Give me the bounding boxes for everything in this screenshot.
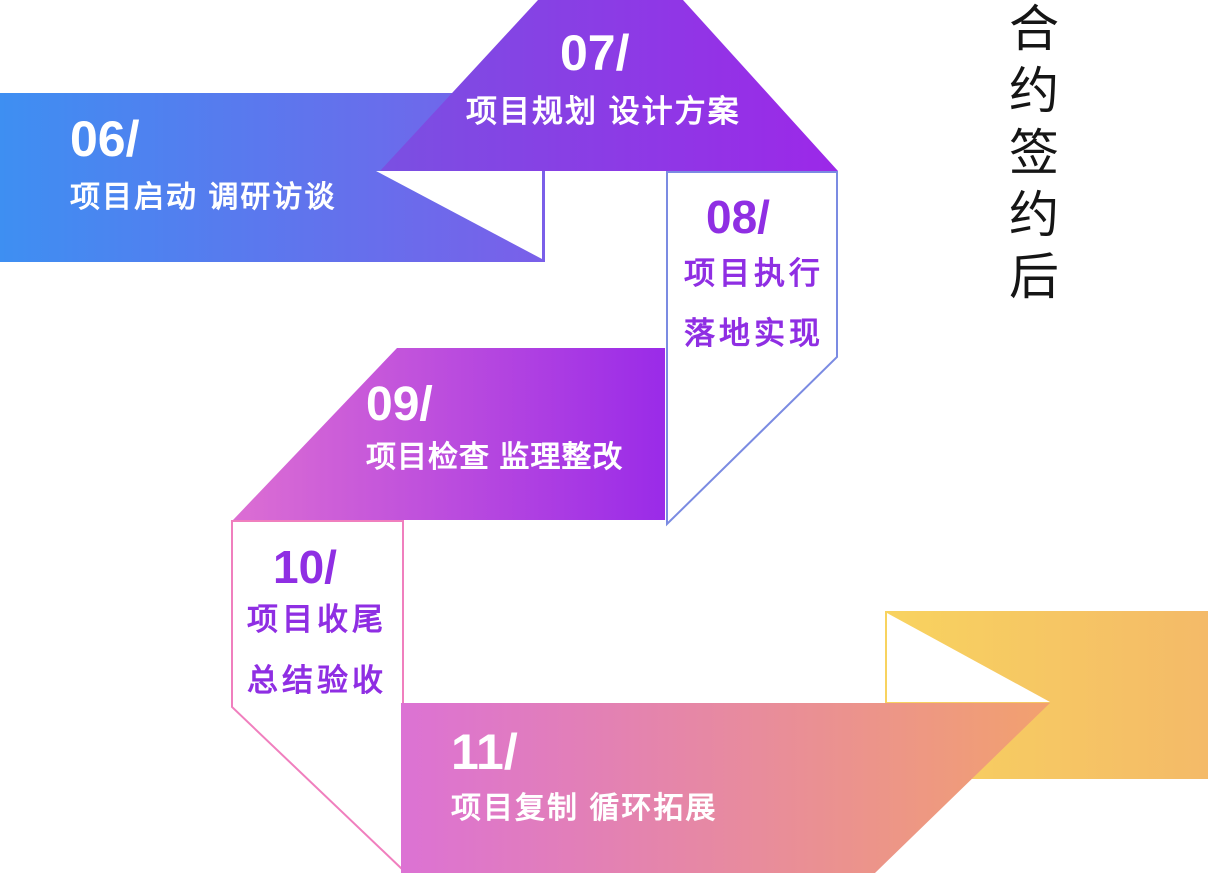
banner-06-shape [0,93,545,262]
side-title-vertical: 合约签约后 [1002,2,1058,312]
step-09-label: 项目检查 监理整改 [366,441,624,474]
step-08-label-line1: 项目执行 [684,256,824,291]
step-11-label: 项目复制 循环拓展 [451,792,718,825]
step-06-label: 项目启动 调研访谈 [70,181,337,214]
step-11-number: 11/ [451,724,518,780]
step-10-label-line1: 项目收尾 [247,602,387,637]
step-08-label-line2: 落地实现 [684,316,824,351]
panel-08-shape [666,171,838,527]
step-07-label: 项目规划 设计方案 [466,94,741,129]
step-06-number: 06/ [70,111,140,167]
banner-11-shape [401,703,1050,873]
banner-07-shape [380,0,838,171]
step-09-number: 09/ [366,378,433,431]
ribbon-fold-notch [887,613,1050,702]
step-10-number: 10/ [273,541,337,593]
step-10-label-line2: 总结验收 [247,663,387,698]
banner-09-shape [233,348,665,520]
step-08-number: 08/ [706,191,770,243]
step-07-number: 07/ [560,25,630,81]
banner-06-notch [376,171,542,259]
